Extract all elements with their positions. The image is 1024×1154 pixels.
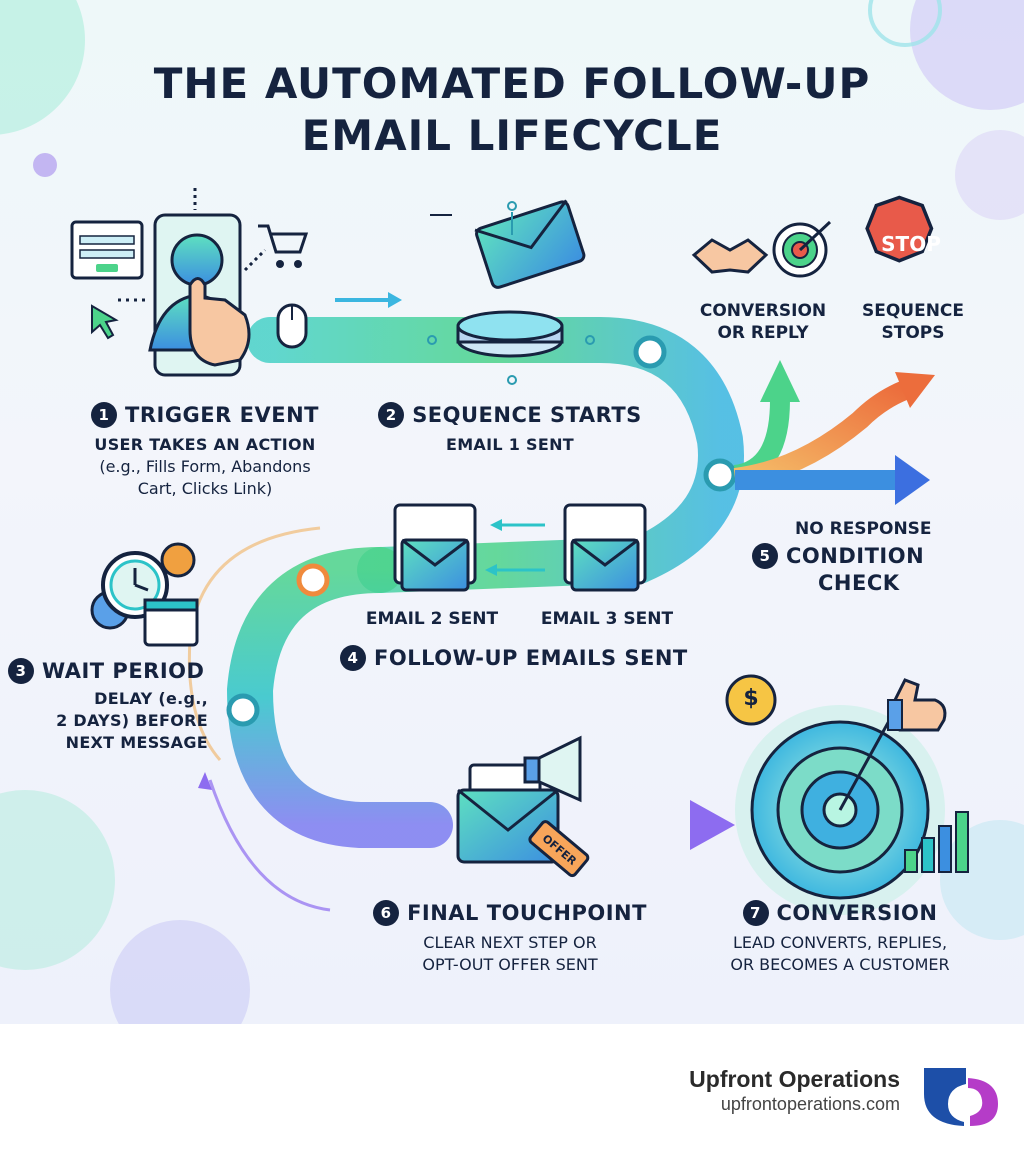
step-4-number: 4 xyxy=(340,645,366,671)
stops-label-line1: SEQUENCE xyxy=(861,301,965,321)
step-3-title: WAIT PERIOD xyxy=(42,659,205,683)
stop-sign-text: STOP xyxy=(881,232,941,256)
step-2-sequence-starts: 2 SEQUENCE STARTS EMAIL 1 SENT xyxy=(370,402,650,456)
step-3-line2: 2 DAYS) BEFORE xyxy=(56,711,208,730)
page-title-line1: THE AUTOMATED FOLLOW-UP xyxy=(153,59,871,108)
email2-label: EMAIL 2 SENT xyxy=(365,609,499,629)
brand-logo-icon xyxy=(924,1068,998,1126)
step-1-number: 1 xyxy=(91,402,118,428)
step-6-final-touchpoint: 6 FINAL TOUCHPOINT CLEAR NEXT STEP OR OP… xyxy=(365,900,655,976)
step-7-line2: OR BECOMES A CUSTOMER xyxy=(730,955,950,974)
step-2-subtitle: EMAIL 1 SENT xyxy=(445,435,574,454)
step-5-number: 5 xyxy=(752,543,778,569)
lifecycle-artwork xyxy=(0,0,1024,1024)
step-7-conversion: 7 CONVERSION LEAD CONVERTS, REPLIES, OR … xyxy=(690,900,990,976)
conversion-label-line1: CONVERSION xyxy=(699,301,827,321)
step-7-number: 7 xyxy=(742,900,769,926)
no-response-label: NO RESPONSE xyxy=(795,519,932,539)
trigger-illustration xyxy=(70,188,309,377)
step-2-title: SEQUENCE STARTS xyxy=(412,403,642,427)
final-touchpoint-illustration xyxy=(456,735,590,878)
step-1-subtitle: USER TAKES AN ACTION xyxy=(94,435,316,454)
step-5-title-line1: CONDITION xyxy=(786,544,925,568)
email-envelopes xyxy=(393,503,647,592)
step-2-number: 2 xyxy=(378,402,405,428)
conversion-label-line2: OR REPLY xyxy=(717,323,809,343)
conversion-or-reply-label: CONVERSION OR REPLY xyxy=(688,300,838,344)
step-5-title-line2: CHECK xyxy=(818,571,900,595)
conversion-illustration xyxy=(725,674,969,915)
dollar-coin-text: $ xyxy=(743,686,759,711)
step-3-line3: NEXT MESSAGE xyxy=(65,733,208,752)
step-3-number: 3 xyxy=(8,658,34,684)
step-1-title: TRIGGER EVENT xyxy=(125,403,319,427)
step-3-line1: DELAY (e.g., xyxy=(94,689,208,708)
step-1-trigger-event: 1 TRIGGER EVENT USER TAKES AN ACTION (e.… xyxy=(60,402,350,500)
step-7-title: CONVERSION xyxy=(776,901,938,925)
outcome-icons xyxy=(691,195,934,278)
step-6-number: 6 xyxy=(373,900,400,926)
stops-label-line2: STOPS xyxy=(881,323,945,343)
page-title-line2: EMAIL LIFECYCLE xyxy=(301,111,723,160)
step-6-line2: OPT-OUT OFFER SENT xyxy=(422,955,598,974)
brand-url[interactable]: upfrontoperations.com xyxy=(720,1094,900,1114)
footer: Upfront Operations upfrontoperations.com xyxy=(0,1024,1024,1154)
wait-icons xyxy=(90,542,199,647)
brand-name: Upfront Operations xyxy=(689,1066,900,1092)
sequence-start-illustration xyxy=(427,199,595,385)
email3-label: EMAIL 3 SENT xyxy=(540,609,674,629)
step-1-desc-line2: Cart, Clicks Link) xyxy=(137,479,273,498)
flow-path xyxy=(187,292,744,912)
step-3-wait-period: 3 WAIT PERIOD DELAY (e.g., 2 DAYS) BEFOR… xyxy=(8,658,218,754)
step-1-desc-line1: (e.g., Fills Form, Abandons xyxy=(99,457,311,476)
step-7-line1: LEAD CONVERTS, REPLIES, xyxy=(732,933,948,952)
step-4-follow-up-emails: 4 FOLLOW-UP EMAILS SENT xyxy=(340,645,688,671)
infographic-canvas: THE AUTOMATED FOLLOW-UP EMAIL LIFECYCLE … xyxy=(0,0,1024,1024)
step-4-title: FOLLOW-UP EMAILS SENT xyxy=(374,646,688,670)
step-6-line1: CLEAR NEXT STEP OR xyxy=(423,933,597,952)
step-5-condition-check: 5 CONDITION CHECK xyxy=(752,543,924,595)
condition-branches xyxy=(733,360,935,505)
sequence-stops-label: SEQUENCE STOPS xyxy=(848,300,978,344)
step-6-title: FINAL TOUCHPOINT xyxy=(407,901,647,925)
